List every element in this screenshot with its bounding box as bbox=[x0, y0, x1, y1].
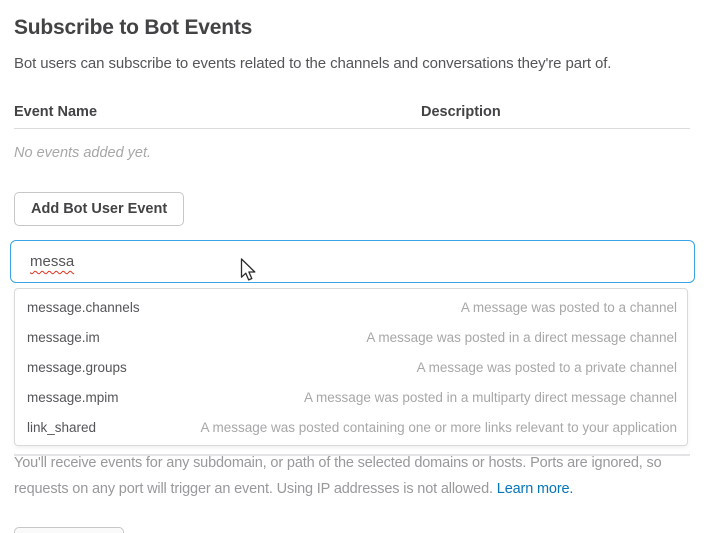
empty-state-text: No events added yet. bbox=[14, 145, 152, 161]
dropdown-item-description: A message was posted containing one or m… bbox=[200, 419, 677, 435]
footer-note: You'll receive events for any subdomain,… bbox=[14, 450, 692, 502]
event-search-input[interactable]: messa bbox=[10, 240, 695, 283]
dropdown-item-description: A message was posted in a direct message… bbox=[366, 329, 677, 345]
table-header-divider bbox=[14, 128, 690, 129]
dropdown-item-link-shared[interactable]: link_shared A message was posted contain… bbox=[15, 412, 687, 442]
dropdown-item-message-groups[interactable]: message.groups A message was posted to a… bbox=[15, 352, 687, 382]
column-header-event-name: Event Name bbox=[14, 104, 98, 120]
event-suggestions-dropdown: message.channels A message was posted to… bbox=[14, 288, 688, 446]
footer-note-text: You'll receive events for any subdomain,… bbox=[14, 455, 662, 497]
dropdown-item-description: A message was posted to a channel bbox=[460, 299, 677, 315]
dropdown-item-description: A message was posted to a private channe… bbox=[416, 359, 677, 375]
dropdown-item-name: link_shared bbox=[27, 419, 97, 435]
dropdown-item-name: message.mpim bbox=[27, 389, 119, 405]
dropdown-item-name: message.groups bbox=[27, 359, 127, 375]
dropdown-item-description: A message was posted in a multiparty dir… bbox=[304, 389, 677, 405]
learn-more-link[interactable]: Learn more. bbox=[496, 481, 574, 497]
column-header-description: Description bbox=[421, 104, 501, 120]
partial-bottom-button[interactable] bbox=[14, 527, 124, 533]
dropdown-item-name: message.channels bbox=[27, 299, 140, 315]
add-bot-user-event-button[interactable]: Add Bot User Event bbox=[14, 192, 185, 226]
page-subtitle: Bot users can subscribe to events relate… bbox=[14, 55, 612, 72]
dropdown-item-message-channels[interactable]: message.channels A message was posted to… bbox=[15, 292, 687, 322]
event-search-input-value: messa bbox=[30, 253, 75, 270]
section-divider bbox=[14, 454, 690, 456]
dropdown-item-name: message.im bbox=[27, 329, 100, 345]
page-title: Subscribe to Bot Events bbox=[14, 16, 253, 39]
dropdown-item-message-im[interactable]: message.im A message was posted in a dir… bbox=[15, 322, 687, 352]
dropdown-item-message-mpim[interactable]: message.mpim A message was posted in a m… bbox=[15, 382, 687, 412]
